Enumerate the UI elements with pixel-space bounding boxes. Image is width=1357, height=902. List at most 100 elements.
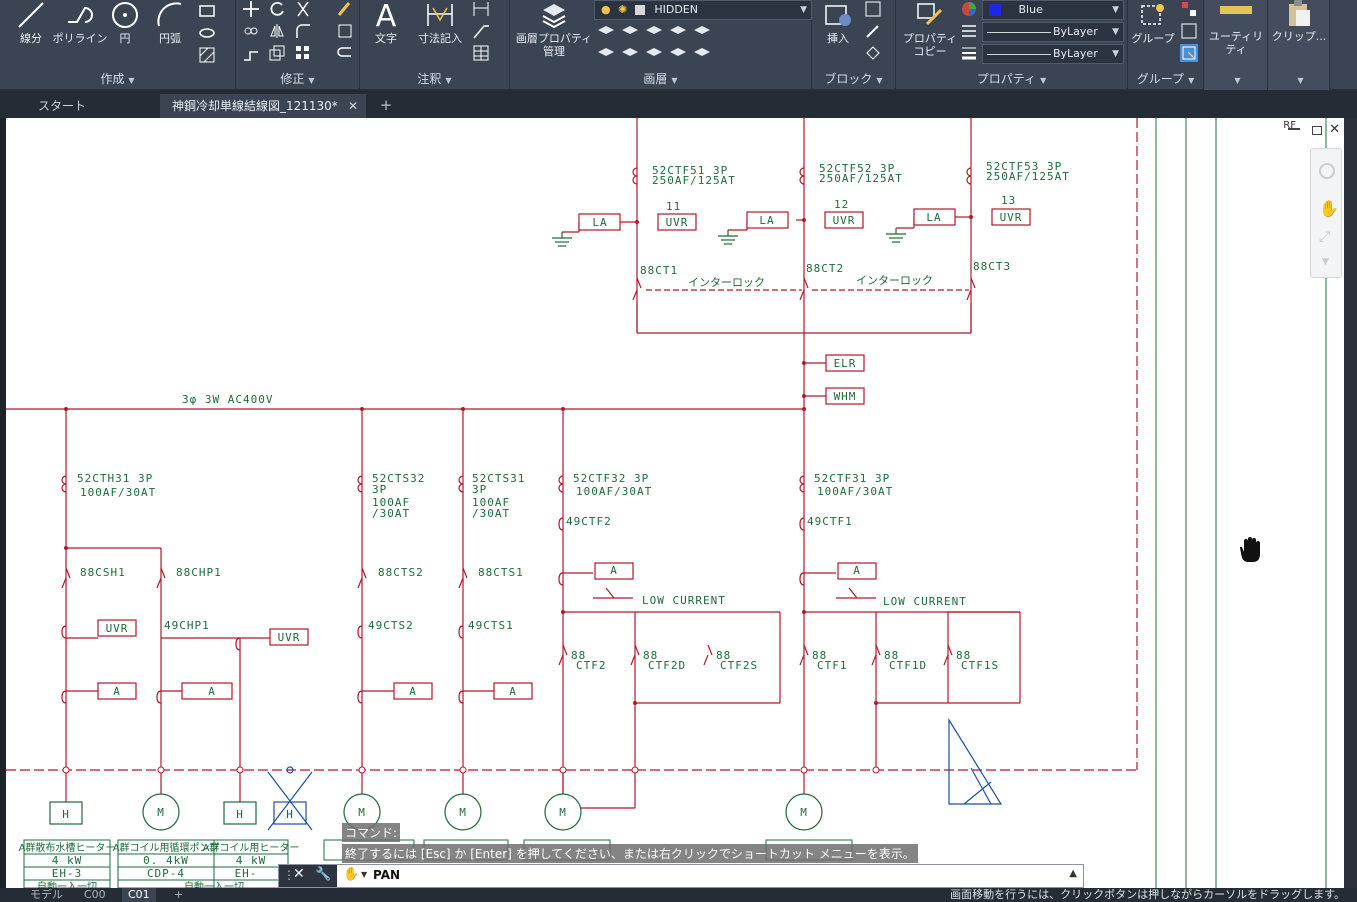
zoom-nav-icon[interactable]: ⤢ (1319, 229, 1331, 245)
layer-stack-icon (542, 4, 566, 29)
selection-marker (267, 717, 1003, 831)
panel-annotation-title[interactable]: 注釈▼ (417, 72, 452, 86)
group-button[interactable]: グループ (1130, 0, 1176, 45)
create-block-icon[interactable] (864, 0, 882, 18)
feeder-cts2-poles: 3P (372, 483, 387, 496)
feeder-cts1-at: /30AT (472, 507, 510, 520)
feeder-ctf1-c3: 88 (956, 649, 971, 662)
stretch-icon[interactable] (242, 44, 260, 62)
explode-icon[interactable] (336, 22, 354, 40)
color-wheel-icon[interactable] (960, 0, 978, 18)
steering-wheel-icon[interactable] (1319, 163, 1335, 179)
layout-tab-model[interactable]: モデル (30, 888, 63, 901)
linetype-icon[interactable] (960, 22, 978, 40)
group-select-icon[interactable] (1180, 44, 1198, 62)
feeder-ctf1-c3b: CTF1S (961, 659, 999, 672)
layer-tools-icons[interactable] (594, 22, 724, 66)
wrench-icon[interactable]: 🔧 (315, 867, 332, 882)
feeder-ctf2-c3: 88 (716, 649, 731, 662)
load-motor-4: M (559, 806, 567, 819)
edit-block-icon[interactable] (864, 22, 882, 40)
hatch-icon[interactable] (198, 46, 216, 64)
close-icon[interactable]: ✕ (293, 866, 305, 882)
table-2-power: 0. 4kW (143, 854, 189, 867)
ellipse-icon[interactable] (198, 24, 216, 42)
linetype-dropdown[interactable]: ByLayer ▼ (982, 22, 1124, 42)
color-dropdown[interactable]: Blue ▼ (982, 0, 1124, 20)
ungroup-icon[interactable] (1180, 0, 1198, 18)
text-button[interactable]: A 文字 (366, 0, 406, 45)
feeder-cth-breaker: 52CTH31 3P (77, 472, 153, 485)
table-icon[interactable] (472, 44, 490, 62)
group-icon (1141, 4, 1164, 25)
chevron-down-icon[interactable]: ▼ (361, 870, 368, 879)
erase-icon[interactable] (336, 0, 354, 18)
group-edit-icon[interactable] (1180, 22, 1198, 40)
array-icon[interactable] (294, 44, 312, 62)
panel-draw-title[interactable]: 作成▼ (100, 72, 135, 86)
insert-button[interactable]: 挿入 (816, 0, 860, 45)
layout-tab-c01[interactable]: C01 (122, 888, 156, 902)
arc-label: 円弧 (159, 32, 181, 45)
utilities-expand[interactable]: ▼ (1234, 76, 1241, 85)
command-line[interactable]: ⋮ ✕ 🔧 ✋ ▼ PAN ▲ (278, 864, 1084, 888)
panel-clipboard[interactable]: クリップ... ▼ (1268, 0, 1330, 90)
panel-modify-title[interactable]: 修正▼ (280, 72, 315, 86)
layer-dropdown[interactable]: ● ✺ HIDDEN ▼ (594, 0, 812, 20)
trim-icon[interactable] (294, 0, 312, 18)
table-1-power: 4 kW (52, 854, 83, 867)
arc-button[interactable]: 円弧 (150, 0, 190, 45)
fillet-icon[interactable] (294, 22, 312, 40)
layer-properties-button[interactable]: 画層プロパティ 管理 (514, 0, 594, 58)
la-1-label: LA (592, 216, 607, 229)
feeder-cts1-af: 100AF (472, 496, 510, 509)
panel-properties-title[interactable]: プロパティ▼ (976, 72, 1047, 86)
polyline-label: ポリライン (52, 32, 108, 45)
circle-button[interactable]: 円 (108, 0, 142, 45)
line-button[interactable]: 線分 (10, 0, 52, 45)
leader-icon[interactable] (472, 22, 490, 40)
move-icon[interactable] (242, 0, 260, 18)
command-input[interactable]: PAN (373, 868, 401, 882)
mirror-icon[interactable] (268, 22, 286, 40)
tab-start[interactable]: スタート (38, 99, 87, 113)
close-viewport-icon[interactable]: ✕ (1329, 122, 1340, 137)
dimension-button[interactable]: 寸法記入 (410, 0, 470, 45)
minimize-viewport-icon[interactable] (1288, 128, 1300, 130)
polyline-button[interactable]: ポリライン (52, 0, 108, 45)
panel-groups-title[interactable]: グループ▼ (1136, 72, 1195, 86)
lineweight-dropdown[interactable]: ByLayer ▼ (982, 44, 1124, 64)
grip-icon[interactable]: ⋮ (283, 868, 295, 882)
rectangle-icon[interactable] (198, 2, 216, 20)
linear-dim-icon[interactable] (472, 0, 490, 18)
restore-viewport-icon[interactable] (1312, 126, 1322, 135)
dimension-icon (427, 4, 453, 26)
offset-icon[interactable] (336, 44, 354, 62)
drawing-canvas[interactable]: 52CTF51 3P 250AF/125AT 11 LA UVR 88CT1 イ… (6, 118, 1344, 888)
chevron-up-icon[interactable]: ▲ (1069, 868, 1077, 879)
add-layout-button[interactable]: + (174, 888, 184, 901)
feeder-ctf1-c2: 88 (884, 649, 899, 662)
lineweight-dropdown-value: ByLayer (1053, 47, 1098, 60)
copy-icon[interactable] (242, 22, 260, 40)
circle-label: 円 (119, 32, 131, 45)
attribute-icon[interactable] (864, 44, 882, 62)
match-properties-button[interactable]: プロパティ コピー (900, 0, 960, 58)
scale-icon[interactable] (268, 44, 286, 62)
clipboard-expand[interactable]: ▼ (1297, 76, 1304, 85)
panel-layers-title[interactable]: 画層▼ (643, 72, 678, 86)
feeder-ctf1-low-current: LOW CURRENT (883, 595, 967, 608)
feeder-cth-uvr-2: UVR (278, 631, 301, 644)
rotate-icon[interactable] (268, 0, 286, 18)
tab-drawing[interactable]: 神鋼冷却単線結線図_121130* ✕ (160, 94, 366, 118)
panel-block-title[interactable]: ブロック▼ (824, 72, 883, 86)
pan-nav-icon[interactable]: ✋ (1319, 199, 1339, 218)
ground-symbols (552, 228, 906, 247)
close-icon[interactable]: ✕ (347, 99, 358, 113)
right-scrollbar[interactable] (1344, 118, 1357, 888)
lineweight-icon[interactable] (960, 44, 978, 62)
panel-utilities[interactable]: ユーティリティ ▼ (1204, 0, 1268, 90)
chevron-down-icon[interactable]: ▼ (1322, 257, 1329, 267)
layout-tab-c00[interactable]: C00 (84, 888, 106, 901)
new-tab-button[interactable]: + (379, 96, 393, 114)
